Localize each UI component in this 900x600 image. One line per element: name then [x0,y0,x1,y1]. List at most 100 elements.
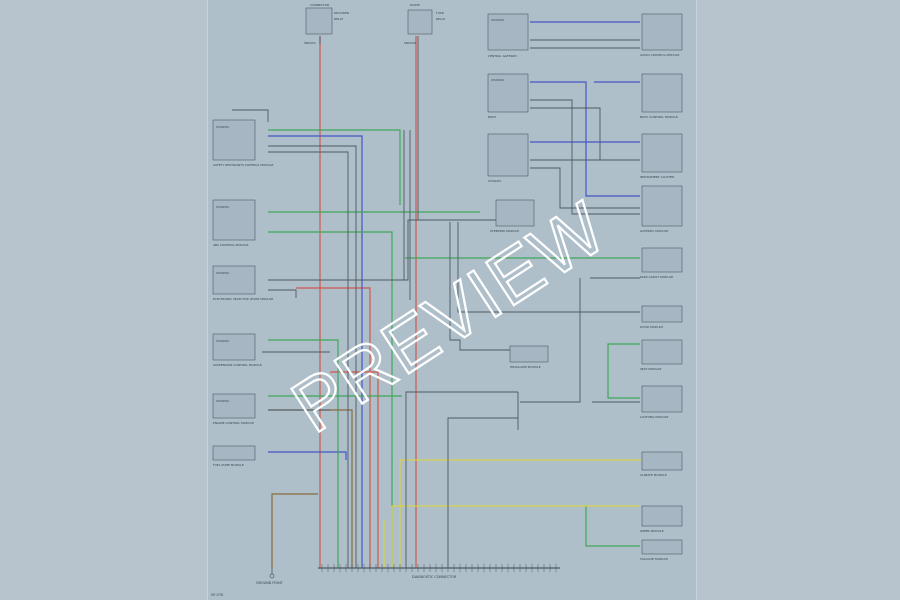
svg-text:CONNECTOR: CONNECTOR [310,3,329,7]
wire-gray-7 [268,145,357,568]
svg-text:RELAY: RELAY [436,17,446,21]
right-module-label: CLIMATE MODULE [640,473,667,477]
svg-text:FUEL PUMP MODULE: FUEL PUMP MODULE [213,463,244,467]
svg-text:HEADLAMP MODULE: HEADLAMP MODULE [510,365,541,369]
wire-gray-4 [530,107,640,161]
right-module-6: DOOR MODULE [640,305,683,329]
mid-left-module-1: CHASSIS CENTRAL GATEWAY [487,13,529,58]
wire-green-5 [268,339,339,568]
svg-text:CHASSIS: CHASSIS [216,399,229,403]
wiring-diagram-sheet [207,0,697,600]
wire-gray-6 [530,167,640,209]
svg-text:FUSE: FUSE [436,11,444,15]
right-module-label: DOOR MODULE [640,325,663,329]
wire-gray-9 [268,219,500,281]
wire-gray-13 [520,278,581,403]
wire-yellow-2 [391,505,640,568]
right-module-9: CLIMATE MODULE [640,451,683,477]
svg-text:DECODER: DECODER [334,11,349,15]
wire-gray-11 [457,222,640,313]
svg-text:PREVIEW: PREVIEW [278,185,621,448]
svg-text:CHASSIS: CHASSIS [216,125,229,129]
svg-text:CHASSIS: CHASSIS [216,339,229,343]
wire-yellow-1 [399,459,654,568]
wire-brown-1 [271,493,318,568]
mid-left-module-3: CHASSIS [487,133,529,183]
ground-point: GROUND POINT [256,568,284,585]
wire-gray-21 [268,289,297,298]
right-module-label: GATEWAY MODULE [640,229,668,233]
mid-module-1: STEERING MODULE [490,199,535,233]
page-ref: VE 076 [211,593,223,597]
wire-blue-6 [268,451,347,460]
mid-module-2: HEADLAMP MODULE [509,345,549,369]
right-module-label: AUDIO CONTROL MODULE [640,53,679,57]
wire-gray-8 [268,151,349,568]
svg-text:ABS CONTROL MODULE: ABS CONTROL MODULE [213,243,249,247]
right-module-5: PARK ASSIST MODULE [640,247,683,279]
left-module-6: FUEL PUMP MODULE [212,445,256,467]
diagnostic-connector: DIAGNOSTIC CONNECTOR [318,564,560,579]
wire-gray-3 [530,99,640,215]
right-module-8: LIGHTING MODULE [640,385,683,419]
right-module-10: WIPER MODULE [640,505,683,533]
right-module-label: INSTRUMENT CLUSTER [640,175,674,179]
svg-text:BODY: BODY [488,115,497,119]
svg-text:CHASSIS: CHASSIS [216,205,229,209]
right-module-11: TAILGATE MODULE [639,539,683,561]
ground-point-label: GROUND POINT [256,581,284,585]
svg-text:ELECTRONIC SELECTOR LEVER MODU: ELECTRONIC SELECTOR LEVER MODULE [213,297,273,301]
svg-text:CHASSIS: CHASSIS [488,179,501,183]
svg-text:ENGINE CONTROL MODULE: ENGINE CONTROL MODULE [213,421,254,425]
right-modules: AUDIO CONTROL MODULE BODY CONTROL MODULE I… [639,13,683,561]
top-component-1: CONNECTOR DECODER RELAY SB003C [304,3,349,45]
diagnostic-connector-label: DIAGNOSTIC CONNECTOR [412,575,457,579]
wire-blue-1 [268,135,363,568]
right-module-label: TAILGATE MODULE [639,557,668,561]
right-module-label: WIPER MODULE [640,529,664,533]
right-module-3: INSTRUMENT CLUSTER [640,133,683,179]
wires [232,21,654,568]
wire-gray-18 [232,109,269,122]
right-module-label: PARK ASSIST MODULE [640,275,673,279]
mid-left-module-2: CHASSIS BODY [487,73,529,119]
svg-text:SAFETY RESTRAINTS CONTROL MODU: SAFETY RESTRAINTS CONTROL MODULE [213,163,274,167]
svg-text:SUSPENSION CONTROL MODULE: SUSPENSION CONTROL MODULE [213,363,262,367]
wire-gray-10 [449,222,510,351]
left-module-1: CHASSIS SAFETY RESTRAINTS CONTROL MODULE [212,119,274,167]
wire-gray-17 [405,391,518,568]
svg-text:CHASSIS: CHASSIS [491,18,504,22]
wire-gray-16 [447,417,518,568]
wire-green-1 [268,129,401,205]
svg-text:CHASSIS: CHASSIS [491,78,504,82]
wire-red-4 [330,371,379,568]
right-module-2: BODY CONTROL MODULE [640,73,683,119]
left-module-4: CHASSIS SUSPENSION CONTROL MODULE [212,333,262,367]
left-module-5: CHASSIS ENGINE CONTROL MODULE [212,393,256,425]
top-component-2: DIODE FUSE RELAY SB003D [404,3,446,45]
right-module-4: GATEWAY MODULE [640,185,683,233]
wire-blue-3 [530,81,640,197]
svg-text:DIODE: DIODE [410,3,420,7]
right-module-7: SEAT MODULE [640,339,683,371]
svg-text:CENTRAL GATEWAY: CENTRAL GATEWAY [488,54,517,58]
wire-green-8 [585,506,640,547]
wire-green-3 [268,231,393,568]
left-module-3: CHASSIS ELECTRONIC SELECTOR LEVER MODULE [212,265,273,301]
svg-text:SB003D: SB003D [404,41,417,45]
connector-pins [321,564,557,572]
right-module-label: SEAT MODULE [640,367,662,371]
left-module-2: CHASSIS ABS CONTROL MODULE [212,199,256,247]
wire-red-3 [296,287,371,568]
svg-text:STEERING MODULE: STEERING MODULE [490,229,519,233]
right-module-label: LIGHTING MODULE [640,415,669,419]
preview-watermark: PREVIEW [276,184,621,449]
wire-green-7 [607,343,640,399]
svg-text:SB003C: SB003C [304,41,316,45]
right-module-1: AUDIO CONTROL MODULE [640,13,683,57]
svg-text:CHASSIS: CHASSIS [216,271,229,275]
right-module-label: BODY CONTROL MODULE [640,115,678,119]
svg-text:RELAY: RELAY [334,17,344,21]
